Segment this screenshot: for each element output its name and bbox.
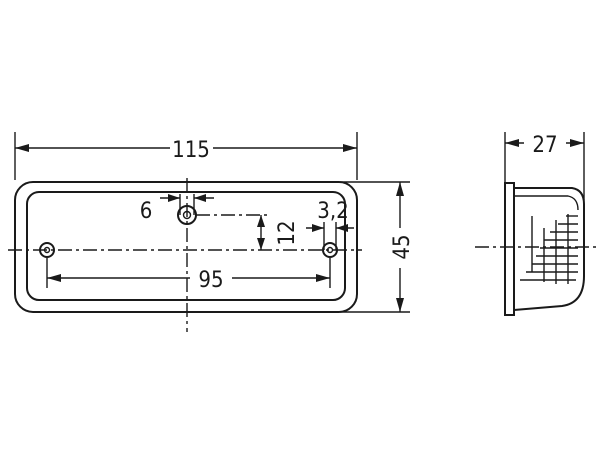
dim-3-2-label: 3,2 [317, 199, 348, 224]
dim-overall-width: 115 [14, 132, 358, 180]
dim-6-label: 6 [140, 199, 153, 224]
dim-12-label: 12 [275, 220, 300, 245]
side-view [475, 182, 598, 316]
dim-27-label: 27 [532, 133, 557, 158]
side-flange [504, 182, 515, 316]
dim-115-label: 115 [172, 138, 210, 163]
lens-outline [26, 191, 346, 301]
dim-45-label: 45 [390, 234, 415, 259]
dim-hole-diameter: 3,2 [306, 199, 354, 250]
left-hole-inner [43, 246, 51, 254]
dim-depth: 27 [504, 132, 585, 200]
dim-height: 45 [340, 181, 415, 313]
slot-hole-inner [182, 210, 192, 220]
front-view [8, 178, 362, 332]
dim-95-label: 95 [198, 268, 223, 293]
right-hole-outer [322, 242, 338, 258]
left-hole-outer [39, 242, 55, 258]
lens-ribs [520, 214, 578, 284]
dim-slot-offset: 12 [196, 214, 300, 250]
housing-outline [14, 181, 358, 313]
dim-hole-spacing: 95 [46, 258, 331, 293]
dim-slot-width: 6 [140, 194, 214, 224]
right-hole-inner [326, 246, 334, 254]
side-lens-body [513, 187, 585, 311]
